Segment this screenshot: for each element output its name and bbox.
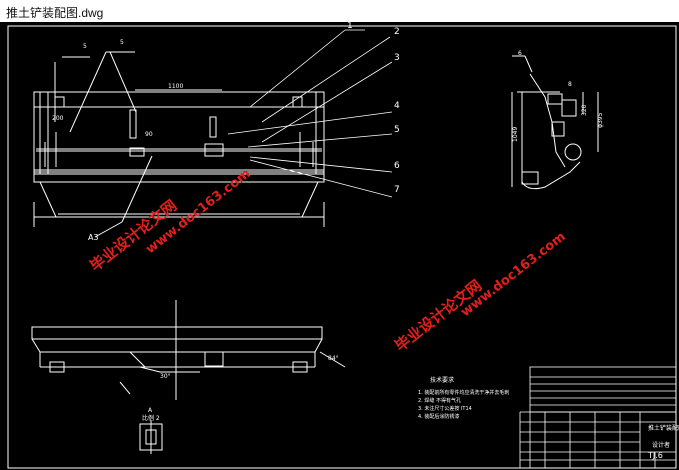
window-title: 推土铲装配图.dwg	[6, 6, 104, 20]
side-view	[511, 55, 599, 190]
title-block-org: 设计者	[652, 441, 670, 449]
dim-left: 200	[52, 115, 64, 122]
detail-a-labels: A 比例 2	[142, 407, 160, 422]
roughness-mark-1: 5	[83, 43, 87, 50]
drawing-svg: 1 2 3 4 5 6 7 5 5 1100 200 90 2 A3 6 8 3…	[7, 22, 679, 469]
notes-heading: 技术要求	[430, 376, 454, 384]
callout-1: 1	[347, 22, 353, 31]
side-dim-top: 6	[518, 50, 522, 57]
arrow-label: 30°	[160, 373, 171, 380]
detail-subtitle: 比例 2	[142, 414, 160, 422]
detail-a	[139, 420, 163, 454]
title-block-code: TJ.6	[647, 451, 663, 460]
note-4: 4. 装配后涂防锈漆	[418, 413, 459, 420]
note-3: 3. 未注尺寸公差按 IT14	[418, 405, 472, 412]
side-dim-v2: 320	[581, 104, 588, 116]
callout-numbers: 1 2 3 4 5 6 7	[347, 22, 400, 195]
title-block-name: 推土铲装配图	[648, 424, 679, 432]
callout-leaders	[227, 29, 393, 198]
bottom-view	[31, 300, 346, 400]
callout-3: 3	[394, 53, 400, 63]
callout-7: 7	[394, 185, 400, 195]
note-1: 1. 装配前所有零件均应清洗干净并去毛刺	[418, 389, 509, 396]
watermark-url-2: www.doc163.com	[458, 229, 568, 320]
cad-drawing-canvas[interactable]: 1 2 3 4 5 6 7 5 5 1100 200 90 2 A3 6 8 3…	[0, 22, 679, 470]
title-block-labels: 推土铲装配图 设计者 TJ.6	[647, 424, 679, 460]
front-view	[33, 51, 325, 238]
title-bar: 推土铲装配图.dwg	[0, 0, 679, 23]
callout-5: 5	[394, 125, 400, 135]
side-dim-height: 1049	[512, 127, 519, 142]
technical-notes: 技术要求 1. 装配前所有零件均应清洗干净并去毛刺 2. 焊缝 不得有气孔 3.…	[418, 376, 509, 420]
dim-bottom: 2	[150, 213, 154, 220]
angle-label: 84°	[328, 355, 339, 362]
detail-title: A	[148, 407, 153, 414]
section-label-a3: A3	[88, 233, 99, 242]
dim-mid: 90	[145, 131, 153, 138]
callout-4: 4	[394, 101, 400, 111]
roughness-mark-2: 5	[120, 39, 124, 46]
note-2: 2. 焊缝 不得有气孔	[418, 397, 461, 404]
dim-top: 1100	[168, 83, 183, 90]
drawing-border	[7, 25, 677, 469]
side-view-dimensions: 6 8 320 φ395 1049	[512, 50, 604, 142]
callout-2: 2	[394, 27, 400, 37]
bottom-view-dimensions: 84° 30°	[160, 355, 339, 380]
side-dim-v1: 8	[568, 81, 572, 88]
front-view-dimensions: 5 5 1100 200 90 2 A3	[52, 39, 183, 242]
side-dim-v3: φ395	[597, 112, 604, 128]
callout-6: 6	[394, 161, 400, 171]
title-block	[519, 366, 677, 469]
